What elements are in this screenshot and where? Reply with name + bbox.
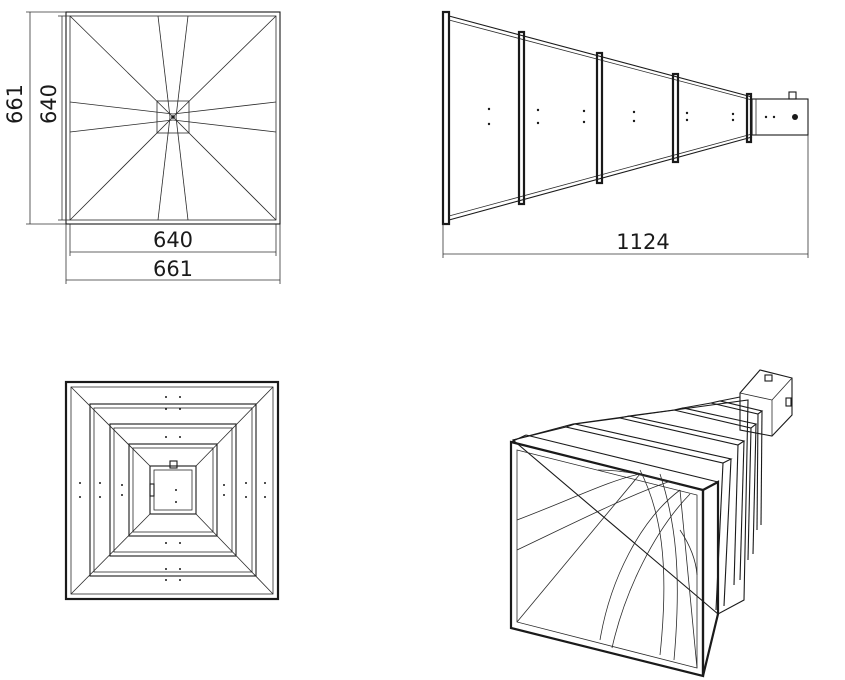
front-inner-frame bbox=[69, 15, 277, 221]
front-ridge-lines bbox=[69, 15, 277, 221]
back-view bbox=[64, 380, 280, 601]
side-dimensions: 1124 bbox=[442, 135, 809, 258]
front-dimensions: 661 640 640 661 bbox=[3, 11, 281, 284]
dim-side-length: 1124 bbox=[616, 230, 669, 254]
dim-front-height-inner: 640 bbox=[37, 84, 61, 124]
side-waveguide-adapter bbox=[751, 98, 809, 136]
side-stiffener-rings bbox=[517, 30, 753, 206]
iso-aperture-frame bbox=[509, 440, 705, 678]
iso-inner-ridges bbox=[516, 469, 698, 669]
front-outer-frame bbox=[65, 11, 281, 225]
dim-front-height-outer: 661 bbox=[3, 84, 27, 124]
dim-front-width-inner: 640 bbox=[153, 228, 193, 252]
side-bolt-holes bbox=[487, 107, 776, 126]
back-bolt-holes bbox=[79, 396, 266, 581]
front-throat-aperture bbox=[156, 100, 190, 134]
side-connector bbox=[788, 91, 797, 100]
side-aperture-flange bbox=[441, 10, 451, 226]
isometric-view bbox=[509, 369, 793, 678]
side-view bbox=[441, 10, 809, 226]
dim-front-width-outer: 661 bbox=[153, 257, 193, 281]
front-view bbox=[65, 11, 281, 225]
